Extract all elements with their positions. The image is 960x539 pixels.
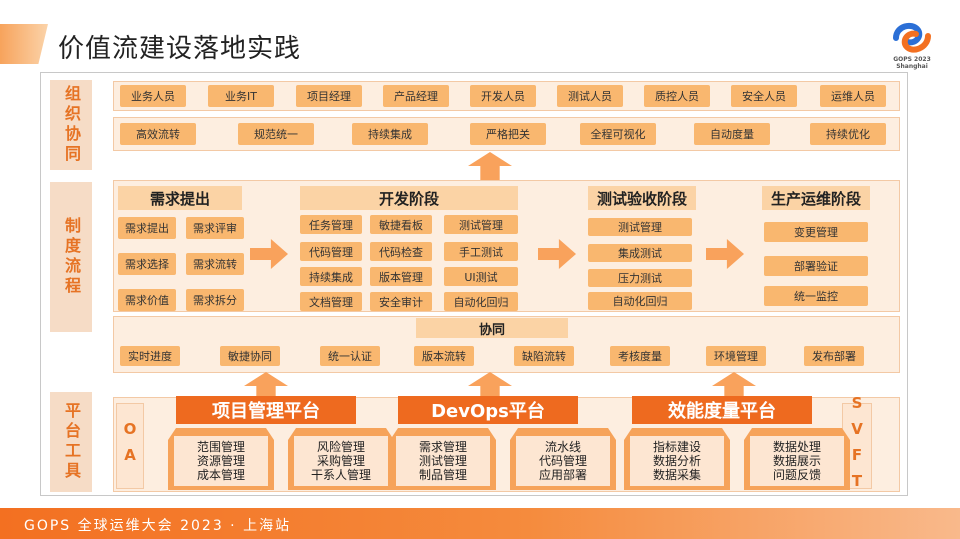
dev-item: 文档管理 xyxy=(300,292,362,311)
platform-sub-item: 测试管理 xyxy=(418,454,467,468)
platform-sub-item: 数据处理 xyxy=(772,440,821,454)
svft-label: SVFT xyxy=(848,394,866,498)
section-label-process: 制度流程 xyxy=(50,182,92,332)
footer-text: GOPS 全球运维大会 2023 · 上海站 xyxy=(24,518,292,534)
oa-box: OA xyxy=(116,403,144,489)
test-item: 压力测试 xyxy=(588,269,692,287)
platform-sub-item: 数据分析 xyxy=(652,454,701,468)
role-pill: 开发人员 xyxy=(470,85,536,107)
role-pill: 运维人员 xyxy=(820,85,886,107)
role-pill: 测试人员 xyxy=(557,85,623,107)
role-pill: 业务IT xyxy=(208,85,274,107)
platform-sub-box: 范围管理资源管理成本管理 xyxy=(174,436,268,486)
principle-pill: 规范统一 xyxy=(238,123,314,145)
stage-dev-title: 开发阶段 xyxy=(300,186,518,210)
oa-label: OA xyxy=(121,420,139,472)
demand-item: 需求提出 xyxy=(118,217,176,239)
role-pill: 项目经理 xyxy=(296,85,362,107)
platform-title: 项目管理平台 xyxy=(176,396,356,424)
dev-item: 测试管理 xyxy=(444,215,518,234)
platform-sub-item: 采购管理 xyxy=(316,454,365,468)
platform-sub-box: 风险管理采购管理干系人管理 xyxy=(294,436,388,486)
collab-title: 协同 xyxy=(416,318,568,338)
role-pill: 产品经理 xyxy=(383,85,449,107)
collab-item: 缺陷流转 xyxy=(514,346,574,366)
platform-sub-item: 流水线 xyxy=(544,440,581,454)
logo-line1: GOPS 2023 xyxy=(893,56,931,63)
footer-bar: GOPS 全球运维大会 2023 · 上海站 xyxy=(0,508,960,539)
principle-pill: 严格把关 xyxy=(470,123,546,145)
platform-sub-item: 代码管理 xyxy=(538,454,587,468)
collab-item: 敏捷协同 xyxy=(220,346,280,366)
test-item: 自动化回归 xyxy=(588,292,692,310)
demand-item: 需求流转 xyxy=(186,253,244,275)
platform-sub-item: 范围管理 xyxy=(196,440,245,454)
demand-item: 需求选择 xyxy=(118,253,176,275)
dev-item: 敏捷看板 xyxy=(370,215,432,234)
platform-sub-box: 流水线代码管理应用部署 xyxy=(516,436,610,486)
logo-line2: Shanghai xyxy=(896,63,928,70)
principle-pill: 持续优化 xyxy=(810,123,886,145)
section-label-platform: 平台工具 xyxy=(50,392,92,492)
page-title: 价值流建设落地实践 xyxy=(58,34,302,64)
platform-sub-item: 数据采集 xyxy=(652,468,701,482)
role-pill: 业务人员 xyxy=(120,85,186,107)
test-item: 测试管理 xyxy=(588,218,692,236)
stage-demand-title: 需求提出 xyxy=(118,186,242,210)
ops-item: 部署验证 xyxy=(764,256,868,276)
demand-item: 需求拆分 xyxy=(186,289,244,311)
collab-item: 版本流转 xyxy=(414,346,474,366)
principle-pill: 全程可视化 xyxy=(580,123,656,145)
platform-sub-box: 需求管理测试管理制品管理 xyxy=(396,436,490,486)
stage-test-title: 测试验收阶段 xyxy=(588,186,696,210)
platform-sub-item: 干系人管理 xyxy=(310,468,371,482)
test-item: 集成测试 xyxy=(588,244,692,262)
platform-sub-item: 资源管理 xyxy=(196,454,245,468)
platform-sub-item: 数据展示 xyxy=(772,454,821,468)
collab-item: 考核度量 xyxy=(610,346,670,366)
platform-sub-item: 风险管理 xyxy=(316,440,365,454)
stage-ops-title: 生产运维阶段 xyxy=(762,186,870,210)
dev-item: UI测试 xyxy=(444,267,518,286)
platform-sub-item: 需求管理 xyxy=(418,440,467,454)
role-pill: 安全人员 xyxy=(731,85,797,107)
section-label-org: 组织协同 xyxy=(50,80,92,170)
platform-sub-item: 成本管理 xyxy=(196,468,245,482)
principle-pill: 高效流转 xyxy=(120,123,196,145)
role-pill: 质控人员 xyxy=(644,85,710,107)
dev-item: 代码检查 xyxy=(370,242,432,261)
ops-item: 统一监控 xyxy=(764,286,868,306)
collab-item: 环境管理 xyxy=(706,346,766,366)
dev-item: 手工测试 xyxy=(444,242,518,261)
dev-item: 任务管理 xyxy=(300,215,362,234)
platform-title: 效能度量平台 xyxy=(632,396,812,424)
demand-item: 需求价值 xyxy=(118,289,176,311)
logo-swirl-icon xyxy=(893,22,931,53)
platform-sub-item: 制品管理 xyxy=(418,468,467,482)
title-accent-bar xyxy=(0,24,48,64)
collab-item: 实时进度 xyxy=(120,346,180,366)
platform-sub-item: 指标建设 xyxy=(652,440,701,454)
platform-sub-box: 指标建设数据分析数据采集 xyxy=(630,436,724,486)
platform-sub-item: 应用部署 xyxy=(538,468,587,482)
dev-item: 版本管理 xyxy=(370,267,432,286)
dev-item: 安全审计 xyxy=(370,292,432,311)
principle-pill: 持续集成 xyxy=(352,123,428,145)
platform-sub-item: 问题反馈 xyxy=(772,468,821,482)
collab-item: 统一认证 xyxy=(320,346,380,366)
demand-item: 需求评审 xyxy=(186,217,244,239)
dev-item: 持续集成 xyxy=(300,267,362,286)
platform-title: DevOps平台 xyxy=(398,396,578,424)
platform-sub-box: 数据处理数据展示问题反馈 xyxy=(750,436,844,486)
dev-item: 自动化回归 xyxy=(444,292,518,311)
dev-item: 代码管理 xyxy=(300,242,362,261)
ops-item: 变更管理 xyxy=(764,222,868,242)
principle-pill: 自动度量 xyxy=(694,123,770,145)
collab-item: 发布部署 xyxy=(804,346,864,366)
